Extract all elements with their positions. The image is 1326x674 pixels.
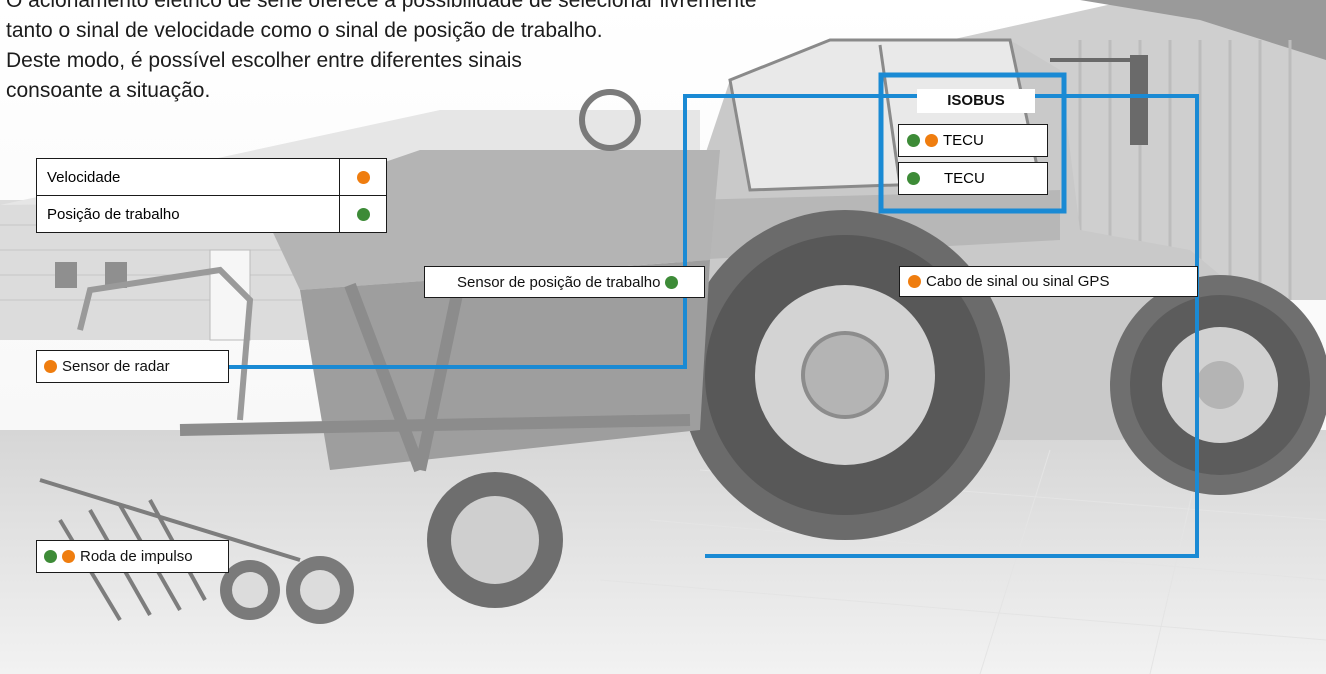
tecu-speed-and-position: TECU xyxy=(898,124,1048,157)
orange-dot-icon xyxy=(356,170,370,184)
tecu-label: TECU xyxy=(944,170,985,187)
radar-connector xyxy=(228,282,687,369)
green-dot-icon xyxy=(907,172,920,185)
impulse-wheel-label: Roda de impulso xyxy=(36,540,229,573)
green-dot-icon xyxy=(44,550,57,563)
green-dot-icon xyxy=(356,207,370,221)
intro-line-3: Deste modo, é possível escolher entre di… xyxy=(6,49,522,72)
signal-legend: Velocidade Posição de trabalho xyxy=(36,158,387,233)
orange-dot-icon xyxy=(62,550,75,563)
intro-line-2: tanto o sinal de velocidade como o sinal… xyxy=(6,19,603,42)
orange-dot-icon xyxy=(925,134,938,147)
green-dot-icon xyxy=(907,134,920,147)
intro-line-1: O acionamento elétrico de série oferece … xyxy=(6,0,757,12)
work-position-connector xyxy=(683,94,1199,558)
orange-dot-icon xyxy=(908,275,921,288)
intro-line-4: consoante a situação. xyxy=(6,79,211,102)
green-dot-icon xyxy=(665,275,679,289)
orange-dot-icon xyxy=(44,360,57,373)
legend-work-position-label: Posição de trabalho xyxy=(37,196,340,232)
legend-row-speed: Velocidade xyxy=(37,159,386,196)
work-position-sensor-label: Sensor de posição de trabalho xyxy=(424,266,705,298)
legend-speed-label: Velocidade xyxy=(37,159,340,195)
tecu-label: TECU xyxy=(943,132,984,149)
signal-cable-label: Cabo de sinal ou sinal GPS xyxy=(899,266,1198,297)
radar-sensor-label: Sensor de radar xyxy=(36,350,229,383)
intro-text: O acionamento elétrico de série oferece … xyxy=(6,0,886,106)
legend-row-work-position: Posição de trabalho xyxy=(37,196,386,232)
isobus-frame xyxy=(878,72,1067,214)
isobus-title: ISOBUS xyxy=(917,89,1035,113)
tecu-work-position: TECU xyxy=(898,162,1048,195)
